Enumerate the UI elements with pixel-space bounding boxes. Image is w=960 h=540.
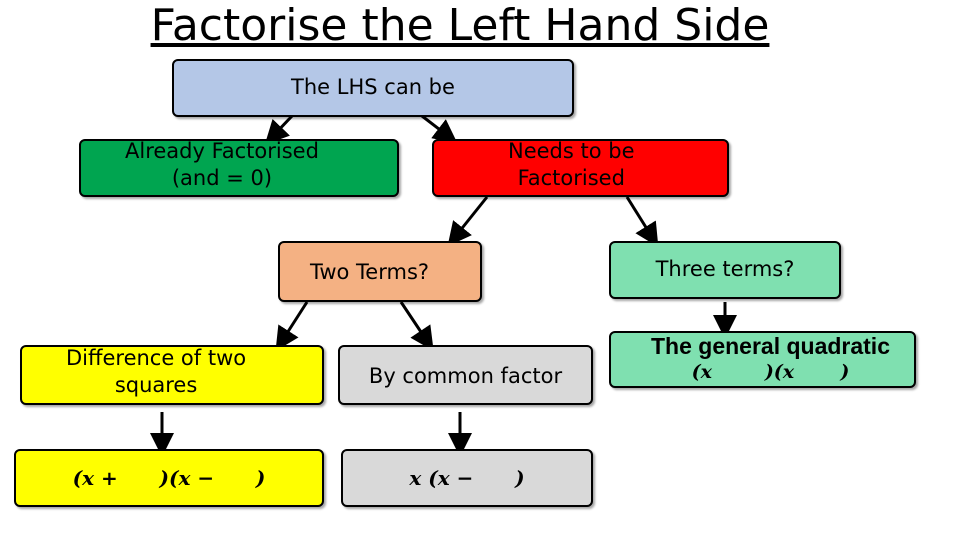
arrow-needs-to-three (625, 196, 659, 248)
two-terms-node: Two Terms? (278, 241, 482, 302)
two-terms-label: Two Terms? (310, 260, 430, 284)
needs-factorising-node: Needs to be Factorised (432, 139, 729, 197)
difference-of-squares-line2: squares (114, 373, 198, 397)
general-quadratic-title: The general quadratic (650, 333, 890, 359)
already-factorised-line2: (and = 0) (171, 166, 273, 190)
common-factor-expression: x (x − ) (409, 465, 525, 490)
difference-of-squares-line1: Difference of two (66, 346, 247, 370)
arrow-root-to-already (264, 114, 294, 145)
arrow-root-to-needs (421, 114, 458, 144)
difference-of-squares-form: (x + )(x − ) (14, 449, 324, 507)
already-factorised-node: Already Factorised (and = 0) (79, 139, 399, 197)
already-factorised-line1: Already Factorised (125, 139, 319, 163)
arrow-two-to-common (399, 301, 434, 351)
difference-of-squares-node: Difference of two squares (20, 345, 324, 405)
difference-of-squares-expression: (x + )(x − ) (72, 465, 266, 490)
needs-factorising-line1: Needs to be (508, 139, 635, 163)
root-node: The LHS can be (172, 59, 574, 117)
three-terms-node: Three terms? (609, 241, 841, 299)
general-quadratic-expression: (x )(x ) (691, 361, 850, 383)
page-title: Factorise the Left Hand Side (150, 0, 770, 51)
three-terms-label: Three terms? (655, 256, 795, 281)
general-quadratic-node: The general quadratic (x )(x ) (609, 331, 916, 388)
arrow-needs-to-two (447, 196, 489, 247)
root-node-label: The LHS can be (291, 74, 455, 99)
needs-factorising-line2: Factorised (517, 166, 625, 190)
common-factor-label: By common factor (368, 363, 563, 388)
common-factor-form: x (x − ) (341, 449, 593, 507)
common-factor-node: By common factor (338, 345, 593, 405)
arrow-two-to-diff (275, 301, 309, 352)
